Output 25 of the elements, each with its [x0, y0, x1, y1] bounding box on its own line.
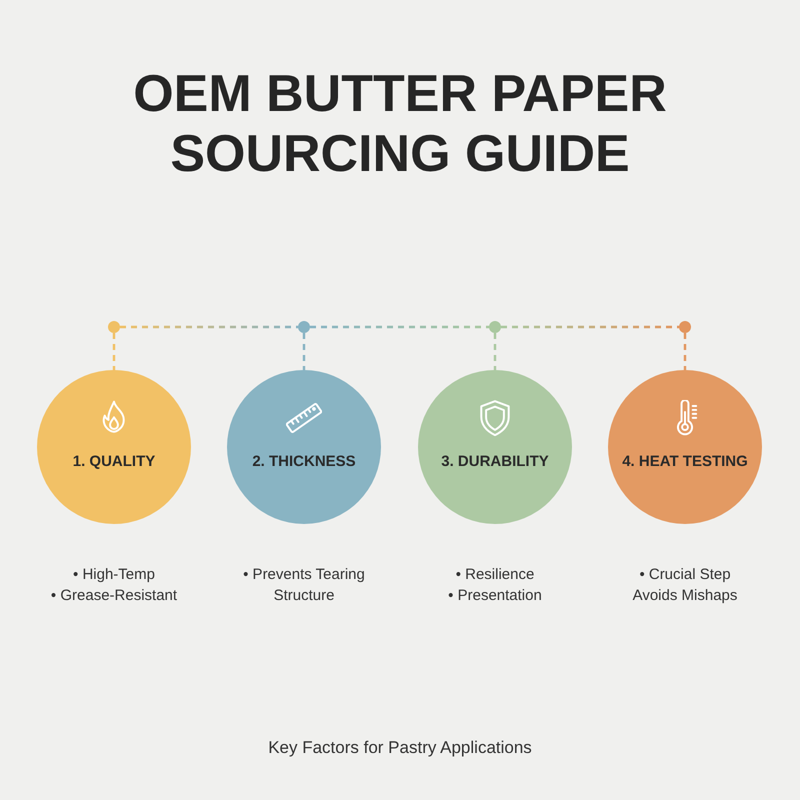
dashed-line — [501, 326, 679, 328]
timeline-dot — [679, 321, 691, 333]
list-item: • Resilience — [456, 566, 534, 584]
dashed-line — [494, 333, 496, 370]
list-item: Structure — [274, 587, 334, 605]
dashed-line — [120, 326, 298, 328]
step-title: 4. HEAT TESTING — [622, 453, 748, 471]
step-title: 1. QUALITY — [72, 453, 156, 471]
list-item: • Presentation — [448, 587, 542, 605]
list-item: • Grease-Resistant — [50, 587, 178, 605]
dashed-line — [684, 333, 686, 370]
step-title: 2. THICKNESS — [252, 453, 356, 471]
timeline-dot — [298, 321, 310, 333]
dashed-line — [302, 333, 306, 370]
list-item: Avoids Mishaps — [632, 587, 738, 605]
step-title: 3. DURABILITY — [441, 453, 549, 471]
caption: Key Factors for Pastry Applications — [268, 738, 532, 758]
title: OEM BUTTER PAPER SOURCING GUIDE — [132, 64, 668, 184]
dashed-line — [112, 333, 116, 370]
list-item: • Crucial Step — [639, 566, 731, 584]
dashed-line — [310, 326, 489, 328]
list-item: • High-Temp — [73, 566, 155, 584]
timeline-dot — [489, 321, 501, 333]
timeline-dot — [108, 321, 120, 333]
list-item: • Prevents Tearing — [243, 566, 365, 584]
